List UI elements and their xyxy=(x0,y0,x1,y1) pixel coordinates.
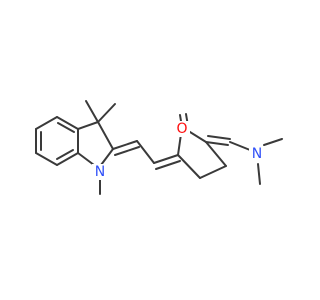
oxygen-label: O xyxy=(176,121,187,137)
bond-layer xyxy=(35,100,283,195)
bond xyxy=(35,152,58,166)
nitrogen-atom-dimethylamino: N xyxy=(249,146,265,162)
atom-layer: O N N xyxy=(92,121,265,180)
bond xyxy=(85,100,99,123)
bond-double xyxy=(155,160,181,170)
bond xyxy=(35,116,58,130)
bond xyxy=(257,163,261,185)
bond-double xyxy=(153,154,179,164)
nitrogen-label-dimethylamino: N xyxy=(252,146,262,162)
bond-double xyxy=(57,122,75,133)
bond-double xyxy=(56,149,74,160)
bond xyxy=(177,154,201,179)
nitrogen-label-indoline: N xyxy=(95,164,105,180)
bond xyxy=(97,121,114,150)
bond xyxy=(56,152,79,166)
bond-double xyxy=(114,146,140,156)
bond xyxy=(77,152,95,166)
molecule-structure: O N N xyxy=(35,100,283,195)
nitrogen-atom-indoline: N xyxy=(92,164,108,180)
bond xyxy=(56,116,79,130)
bond xyxy=(136,140,155,164)
bond xyxy=(97,103,116,123)
bond xyxy=(229,141,251,151)
bond-double xyxy=(112,140,138,150)
bond xyxy=(263,138,283,146)
bond xyxy=(199,165,227,179)
oxygen-atom: O xyxy=(174,121,190,137)
structure-canvas: O N N xyxy=(35,100,283,195)
bond xyxy=(205,141,227,167)
bond xyxy=(100,148,114,166)
bond xyxy=(77,121,99,130)
bond-double xyxy=(207,135,231,140)
bond-double xyxy=(205,141,229,146)
